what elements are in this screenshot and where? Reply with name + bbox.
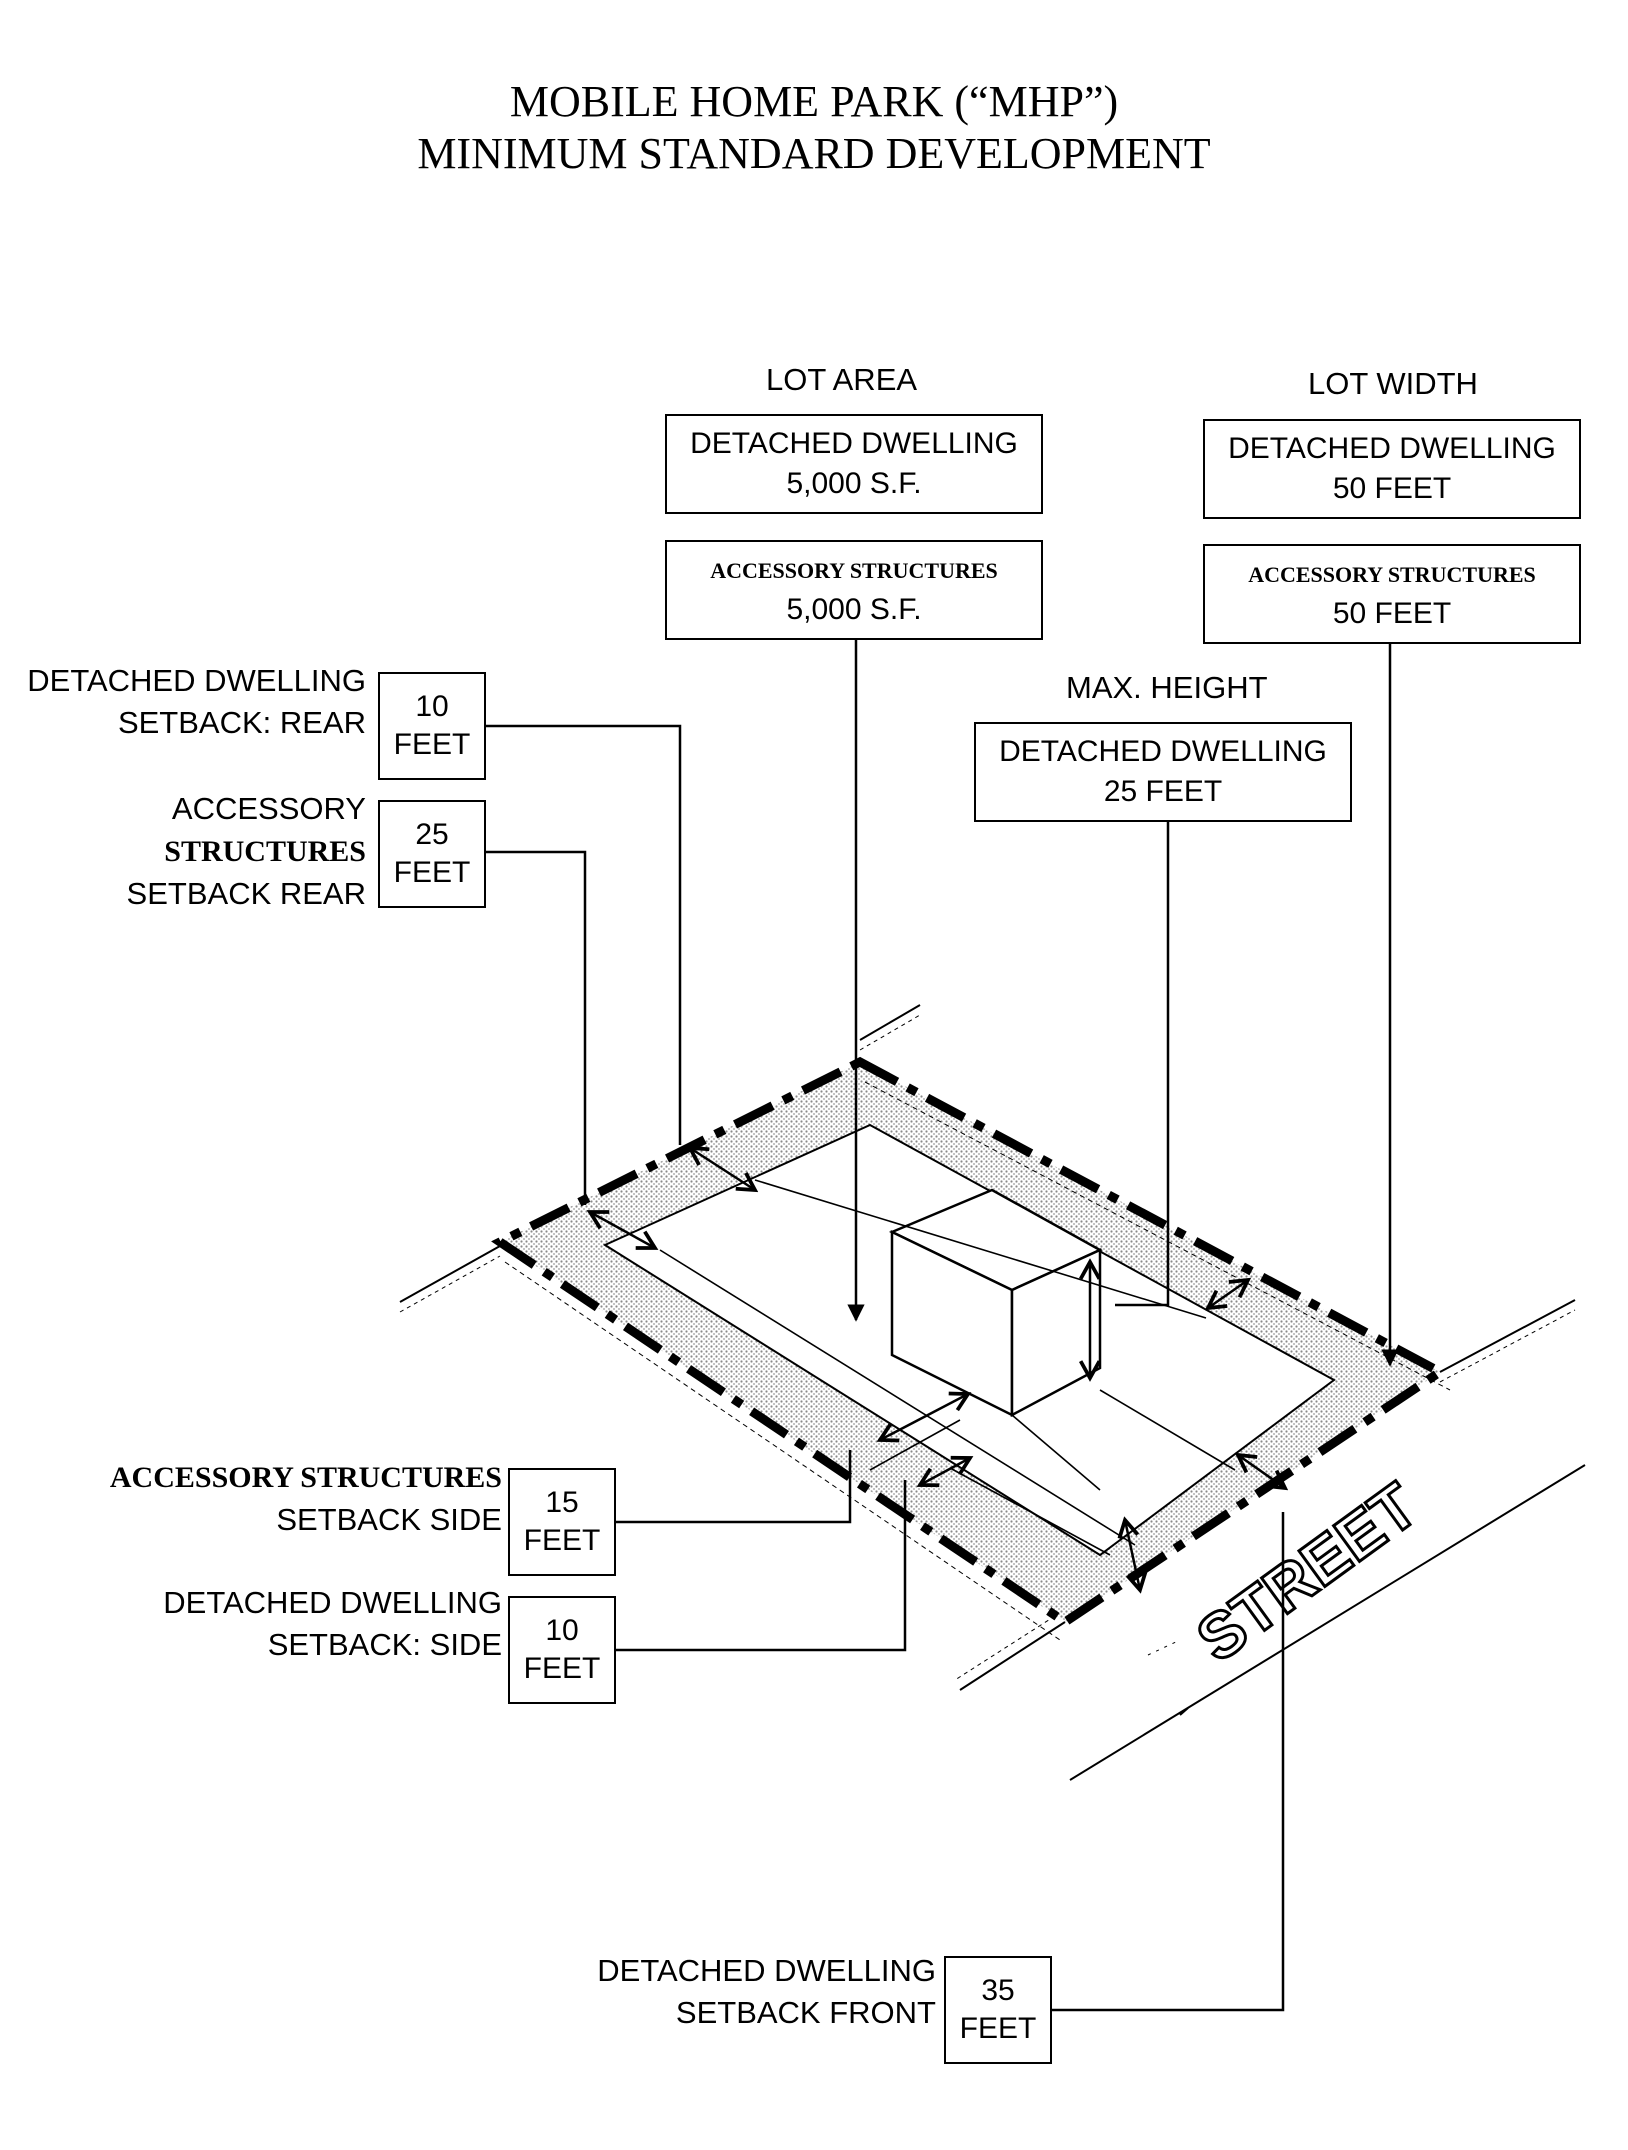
- dwelling-building: [888, 1188, 1103, 1418]
- street-far-edge: [1147, 1639, 1181, 1656]
- setback-side-dwelling-unit: FEET: [523, 1652, 601, 1685]
- street-edge: [1069, 1464, 1586, 1781]
- setback-rear-accessory-number: 25: [415, 818, 449, 851]
- lot-area-heading: LOT AREA: [766, 362, 918, 397]
- lot-area-accessory-label: ACCESSORY STRUCTURES: [710, 558, 998, 583]
- lot-width-dwelling-label: DETACHED DWELLING: [1228, 432, 1556, 465]
- setback-rear-accessory-unit: FEET: [393, 856, 471, 889]
- setback-front-dwelling-label: DETACHED DWELLING SETBACK FRONT: [597, 1953, 936, 2030]
- setback-shaded-area: [500, 1062, 1440, 1622]
- max-height-dwelling-box: DETACHED DWELLING 25 FEET: [974, 722, 1352, 822]
- setback-line: [602, 1123, 1336, 1557]
- dimension-arrows: [590, 1148, 1285, 1590]
- setback-front-dwelling-unit: FEET: [959, 2012, 1037, 2045]
- lot-width-accessory-box: ACCESSORY STRUCTURES 50 FEET: [1203, 544, 1581, 644]
- lot-area-accessory-box: ACCESSORY STRUCTURES 5,000 S.F.: [665, 540, 1043, 640]
- lot-width-dwelling-value: 50 FEET: [1332, 472, 1452, 505]
- adjacent-lot-lines: [399, 1004, 1576, 1691]
- setback-rear-dwelling-number: 10: [415, 690, 449, 723]
- leader-lines: [486, 640, 1399, 2012]
- setback-front-dwelling-box: 35 FEET: [944, 1956, 1052, 2064]
- lot-width-heading: LOT WIDTH: [1308, 366, 1478, 401]
- street-tick: [1179, 1707, 1189, 1716]
- lot-area-dwelling-value: 5,000 S.F.: [786, 467, 922, 500]
- setback-rear-dwelling-box: 10 FEET: [378, 672, 486, 780]
- setback-side-dwelling-label: DETACHED DWELLING SETBACK: SIDE: [163, 1585, 502, 1662]
- lot-area-dwelling-box: DETACHED DWELLING 5,000 S.F.: [665, 414, 1043, 514]
- setback-rear-dwelling-unit: FEET: [393, 728, 471, 761]
- setback-front-dwelling-number: 35: [981, 1974, 1015, 2007]
- setback-side-accessory-number: 15: [545, 1486, 579, 1519]
- max-height-dwelling-value: 25 FEET: [1103, 775, 1223, 808]
- setback-side-accessory-label: ACCESSORY STRUCTURES SETBACK SIDE: [109, 1461, 502, 1537]
- setback-side-accessory-unit: FEET: [523, 1524, 601, 1557]
- setback-side-dwelling-number: 10: [545, 1614, 579, 1647]
- max-height-dwelling-label: DETACHED DWELLING: [999, 735, 1327, 768]
- lot-area-dwelling-label: DETACHED DWELLING: [690, 427, 1018, 460]
- lot-area-accessory-value: 5,000 S.F.: [786, 593, 922, 626]
- setback-side-dwelling-box: 10 FEET: [508, 1596, 616, 1704]
- max-height-heading: MAX. HEIGHT: [1066, 670, 1268, 705]
- setback-side-accessory-box: 15 FEET: [508, 1468, 616, 1576]
- page-subtitle: MINIMUM STANDARD DEVELOPMENT: [417, 129, 1211, 178]
- lot-width-dwelling-box: DETACHED DWELLING 50 FEET: [1203, 419, 1581, 519]
- property-line: [491, 1056, 1449, 1628]
- lot-width-accessory-value: 50 FEET: [1332, 597, 1452, 630]
- setback-rear-accessory-box: 25 FEET: [378, 800, 486, 908]
- lot-width-accessory-label: ACCESSORY STRUCTURES: [1248, 562, 1536, 587]
- setback-rear-dwelling-label: DETACHED DWELLING SETBACK: REAR: [27, 663, 366, 740]
- setback-rear-accessory-label: ACCESSORY STRUCTURES SETBACK REAR: [126, 791, 366, 911]
- page-title: MOBILE HOME PARK (“MHP”): [509, 77, 1119, 126]
